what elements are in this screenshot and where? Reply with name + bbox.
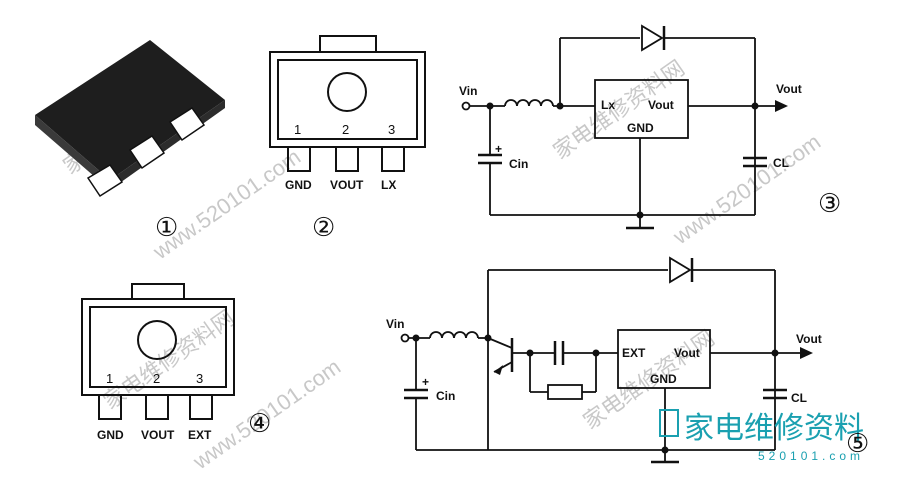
cl-label: CL bbox=[791, 391, 807, 405]
ic-pin-vout: Vout bbox=[674, 346, 700, 360]
pin-name: GND bbox=[285, 178, 312, 192]
output-arrow bbox=[800, 347, 813, 359]
logo-bracket bbox=[659, 409, 679, 437]
ic-pin-lx: Lx bbox=[601, 98, 615, 112]
junction-dot bbox=[661, 446, 669, 454]
junction-dot bbox=[412, 334, 420, 342]
figure-number-2: ② bbox=[312, 212, 335, 242]
chip-lead bbox=[168, 106, 206, 142]
pin-number: 3 bbox=[196, 371, 203, 386]
junction-dot bbox=[771, 349, 779, 357]
logo-text-cn: 家电维修资料 bbox=[684, 411, 864, 446]
ic-pin-gnd: GND bbox=[650, 372, 677, 386]
junction-dot bbox=[592, 349, 600, 357]
junction-dot bbox=[636, 211, 644, 219]
figure-number-3: ③ bbox=[818, 188, 841, 218]
package-pin bbox=[98, 394, 122, 420]
junction-dot bbox=[751, 102, 759, 110]
watermark-url: www.520101.com bbox=[668, 129, 825, 250]
pin-name: GND bbox=[97, 428, 124, 442]
boost-circuit-lx bbox=[461, 24, 775, 230]
transistor-arrow bbox=[494, 365, 503, 375]
ic-block bbox=[617, 329, 711, 389]
site-logo: 家电维修资料 520101.com bbox=[659, 409, 864, 463]
pin-name: EXT bbox=[188, 428, 212, 442]
chip-lead bbox=[128, 134, 166, 170]
junction-dot bbox=[484, 334, 492, 342]
package-tab bbox=[131, 283, 185, 300]
package-dimple bbox=[327, 72, 367, 112]
package-inner bbox=[277, 59, 418, 140]
ic-pin-vout: Vout bbox=[648, 98, 674, 112]
vin-label: Vin bbox=[386, 317, 404, 331]
pin-number: 3 bbox=[388, 122, 395, 137]
package-lx-outline bbox=[269, 35, 426, 172]
sot89-chip-photo bbox=[35, 40, 225, 198]
circuit3-junctions bbox=[486, 100, 788, 219]
inductor bbox=[504, 99, 554, 107]
cin-label: Cin bbox=[509, 157, 528, 171]
package-pin bbox=[189, 394, 213, 420]
pin-name: LX bbox=[381, 178, 396, 192]
circuit5-junctions bbox=[412, 334, 813, 454]
cl-label: CL bbox=[773, 156, 789, 170]
package-pin bbox=[381, 146, 405, 172]
package-ext-outline bbox=[81, 283, 235, 420]
diode bbox=[669, 256, 692, 284]
vin-terminal bbox=[400, 333, 410, 343]
vin-terminal bbox=[461, 101, 471, 111]
package-inner bbox=[89, 306, 227, 388]
figure-number-5: ⑤ bbox=[846, 428, 869, 458]
pin-number: 1 bbox=[106, 371, 113, 386]
pin-name: VOUT bbox=[330, 178, 364, 192]
vin-label: Vin bbox=[459, 84, 477, 98]
output-arrow bbox=[775, 100, 788, 112]
chip-edge bbox=[35, 115, 110, 190]
package-tab bbox=[319, 35, 377, 53]
junction-dot bbox=[486, 102, 494, 110]
ic-block bbox=[594, 79, 689, 139]
pin-number: 1 bbox=[294, 122, 301, 137]
chip-lead bbox=[86, 164, 124, 198]
vout-label: Vout bbox=[776, 82, 802, 96]
package-pin bbox=[335, 146, 359, 172]
inductor bbox=[429, 331, 479, 339]
cin-label: Cin bbox=[436, 389, 455, 403]
figure-number-1: ① bbox=[155, 212, 178, 242]
transistor-collector bbox=[487, 337, 513, 349]
pin-number: 2 bbox=[342, 122, 349, 137]
diode bbox=[641, 24, 664, 52]
watermark-url: www.520101.com bbox=[148, 144, 305, 265]
package-dimple bbox=[137, 320, 177, 360]
package-pin bbox=[287, 146, 311, 172]
junction-dot bbox=[526, 349, 534, 357]
vout-label: Vout bbox=[796, 332, 822, 346]
cin-polarity: + bbox=[422, 375, 429, 389]
cin-polarity: + bbox=[495, 142, 502, 156]
pin-number: 2 bbox=[153, 371, 160, 386]
figure-number-4: ④ bbox=[248, 408, 271, 438]
boost-circuit-ext bbox=[400, 256, 800, 464]
pin-name: VOUT bbox=[141, 428, 175, 442]
logo-text-url: 520101.com bbox=[758, 449, 864, 463]
junction-dot bbox=[556, 102, 564, 110]
package-pin bbox=[145, 394, 169, 420]
chip-body bbox=[35, 40, 225, 180]
resistor bbox=[547, 384, 583, 400]
ic-pin-gnd: GND bbox=[627, 121, 654, 135]
ic-pin-ext: EXT bbox=[622, 346, 646, 360]
